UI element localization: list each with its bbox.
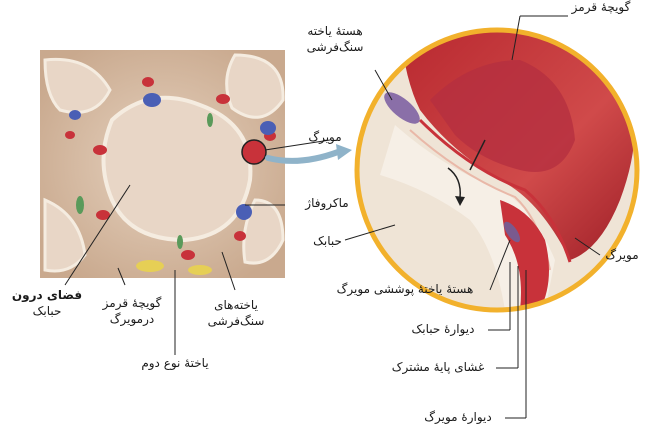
label-capillary-wall: دیوارهٔ مویرگ	[412, 410, 504, 425]
label-capillary-small: مویرگ	[305, 130, 345, 145]
zoomed-view	[357, 24, 637, 310]
label-squamous-nucleus-line2: سنگ‌فرشی	[290, 40, 380, 55]
label-capillary-right: مویرگ	[598, 248, 646, 263]
label-endothelial-nucleus: هستهٔ یاختهٔ پوششی مویرگ	[320, 282, 490, 297]
label-rbc-capillary-line2: درمویرگ	[92, 312, 172, 327]
label-red-blood-cell: گویچهٔ قرمز	[555, 0, 647, 15]
tissue-micrograph	[40, 50, 285, 278]
label-squamous-nucleus-line1: هستهٔ یاخته	[290, 24, 380, 39]
label-alveolar-space-line1: فضای درون	[8, 288, 86, 303]
label-alveolar-space-line2: حبابک	[8, 304, 86, 319]
label-alveolus: حبابک	[305, 234, 350, 249]
label-rbc-capillary-line1: گویچهٔ قرمز	[92, 296, 172, 311]
label-squamous-cells-line1: یاخته‌های	[196, 298, 276, 313]
label-squamous-cells-line2: سنگ‌فرشی	[196, 314, 276, 329]
label-basement-membrane: غشای پایهٔ مشترک	[382, 360, 494, 375]
label-type2-cell: یاختهٔ نوع دوم	[120, 356, 230, 371]
label-macrophage: ماکروفاژ	[292, 196, 362, 211]
label-alveolar-wall: دیوارهٔ حبابک	[400, 322, 486, 337]
